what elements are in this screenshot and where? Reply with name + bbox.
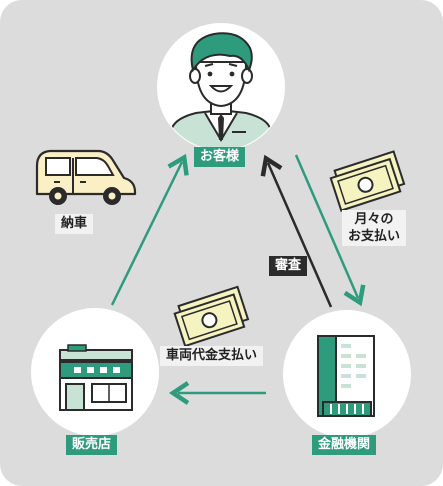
customer-label: お客様 [194, 147, 246, 167]
arrow-dealer-to-customer [110, 153, 189, 306]
monthly-payment-label: 月々の お支払い [342, 210, 407, 246]
bank-label: 金融機関 [312, 435, 377, 455]
car-icon [35, 149, 137, 205]
person-avatar-icon [168, 32, 274, 150]
bank-node [283, 310, 411, 438]
screening-label: 審査 [269, 256, 308, 276]
monthly-payment-line1: 月々の [354, 212, 394, 227]
shop-building-icon [59, 344, 133, 411]
customer-node [157, 23, 285, 151]
dealer-label: 販売店 [66, 435, 118, 455]
arrow-bank-to-customer-screening [260, 154, 333, 308]
delivery-label: 納車 [55, 214, 94, 234]
banknote-icon [329, 150, 406, 212]
dealer-node [31, 308, 159, 436]
banknote-icon [173, 285, 250, 348]
arrow-customer-to-bank [294, 154, 366, 307]
monthly-payment-line2: お支払い [348, 229, 401, 244]
vehicle-payment-label: 車両代金支払い [160, 346, 264, 366]
office-building-icon [317, 335, 375, 417]
